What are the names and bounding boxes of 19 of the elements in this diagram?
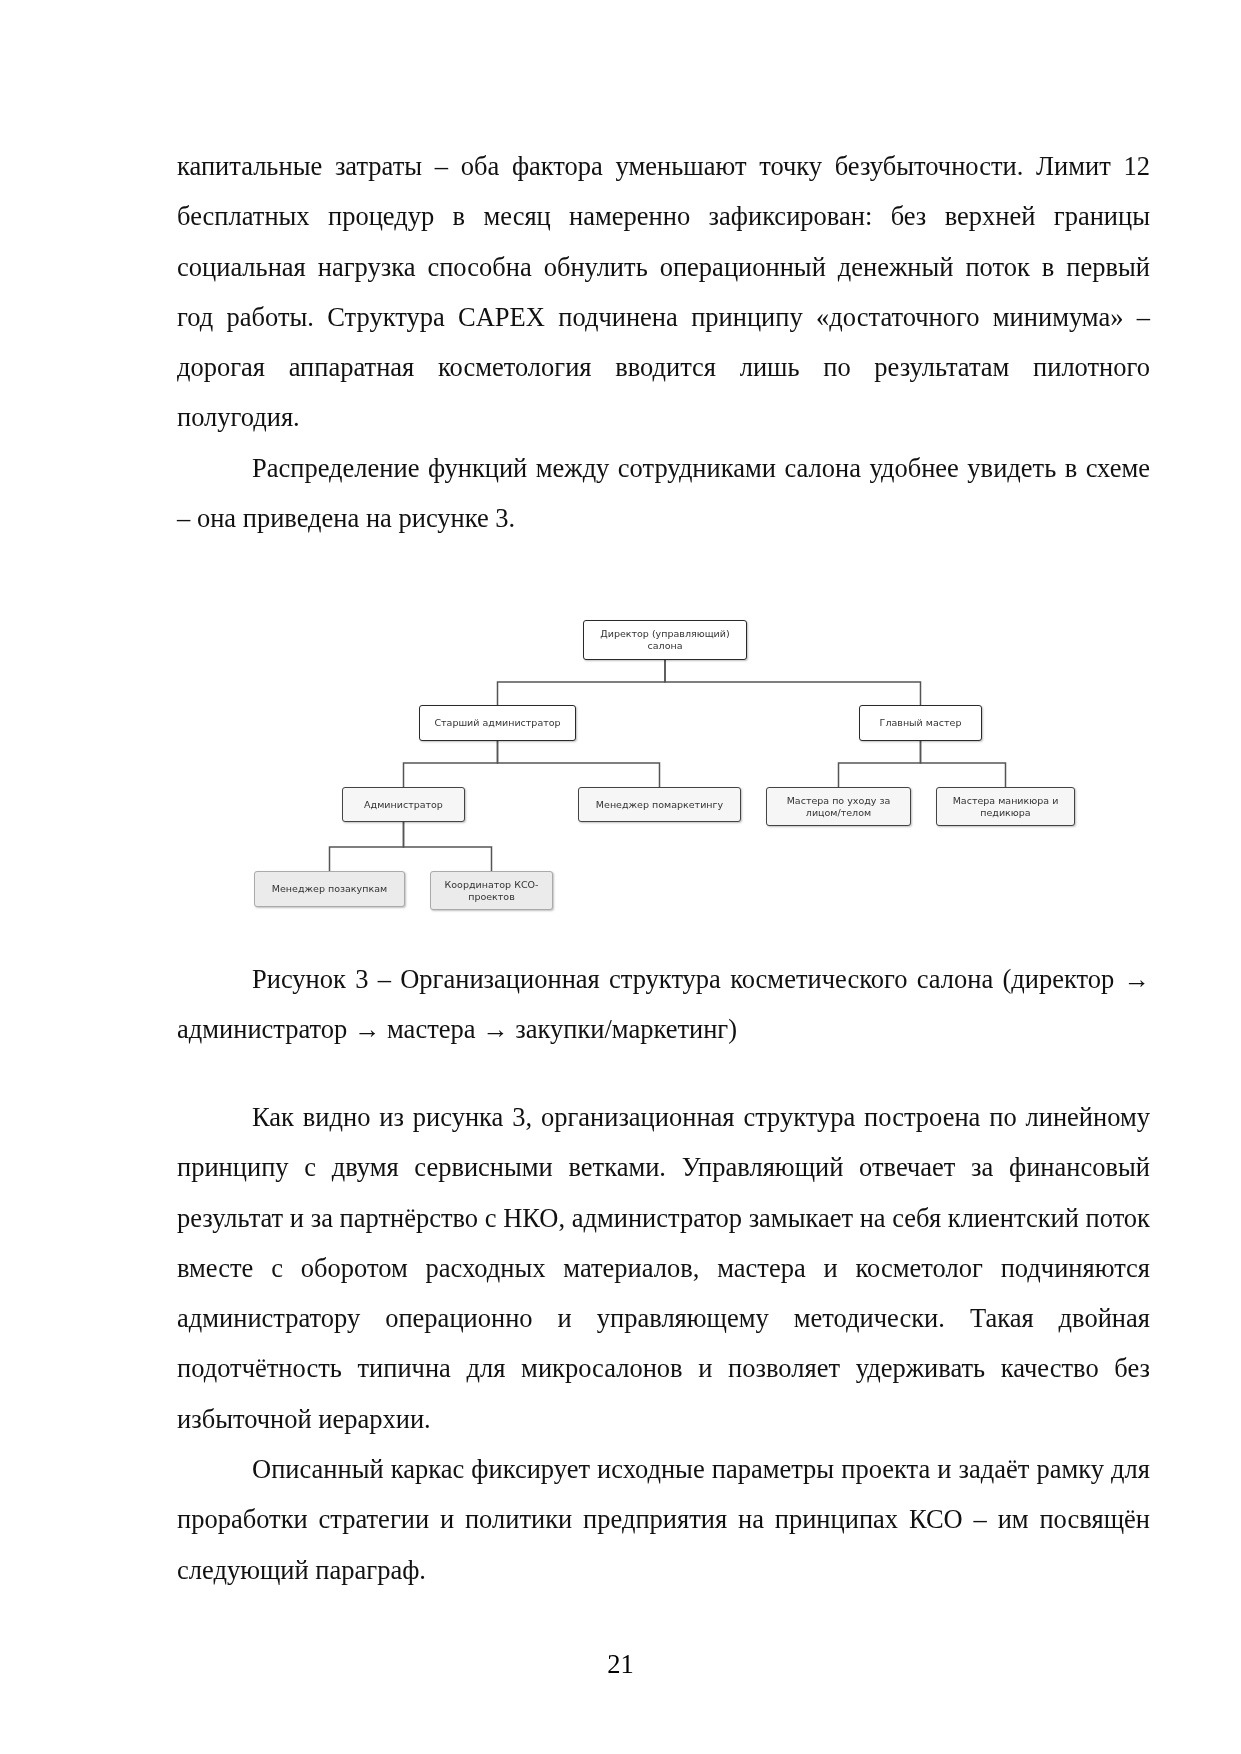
position-box: Мастера по уходу за лицом/телом [766, 787, 911, 826]
connector-line [664, 659, 922, 706]
figure-caption: Рисунок 3 – Организационная структура косметического салона (директор → администратор → мастера → закупки/маркетинг) [177, 963, 1150, 1047]
page-number: 21 [606, 1648, 635, 1681]
connector-line [496, 740, 661, 788]
position-box: Координатор КСО-проектов [430, 871, 553, 910]
paragraph: Распределение функций между сотрудниками салона удобнее увидеть в схеме – она приведена на рисунке 3. [177, 452, 1150, 536]
position-box: Мастера маникюра и педикюра [936, 787, 1075, 826]
position-box: Менеджер позакупкам [254, 871, 405, 907]
paragraph: Как видно из рисунка 3, организационная структура построена по линейному принципу с двумя сервисными ветками. Управляющий отвечает за финансовый результат и за партнёрство с НКО, администратор замыкает на себя клиентский поток вместе с оборотом расходных материалов, мастера и косметолог подчиняются администратору операционно и управляющему методически. Такая двойная подотчётность типична для микросалонов и позволяет удерживать качество без избыточной иерархии. [177, 1101, 1150, 1436]
position-box: Администратор [342, 787, 465, 822]
connector-line [402, 821, 493, 872]
connector-line [919, 740, 1007, 788]
position-box: Менеджер помаркетингу [578, 787, 741, 822]
paragraph: Описанный каркас фиксирует исходные параметры проекта и задаёт рамку для проработки стратегии и политики предприятия на принципах КСО – им посвящён следующий параграф. [177, 1453, 1150, 1587]
position-box: Старший администратор [419, 705, 576, 741]
position-box: Директор (управляющий) салона [583, 620, 747, 660]
position-box: Главный мастер [859, 705, 982, 741]
paragraph: капитальные затраты – оба фактора уменьшают точку безубыточности. Лимит 12 бесплатных процедур в месяц намеренно зафиксирован: без верхней границы социальная нагрузка способна обнулить операционный денежный поток в первый год работы. Структура CAPEX подчинена принципу «достаточного минимума» – дорогая аппаратная косметология вводится лишь по результатам пилотного полугодия. [177, 150, 1150, 435]
